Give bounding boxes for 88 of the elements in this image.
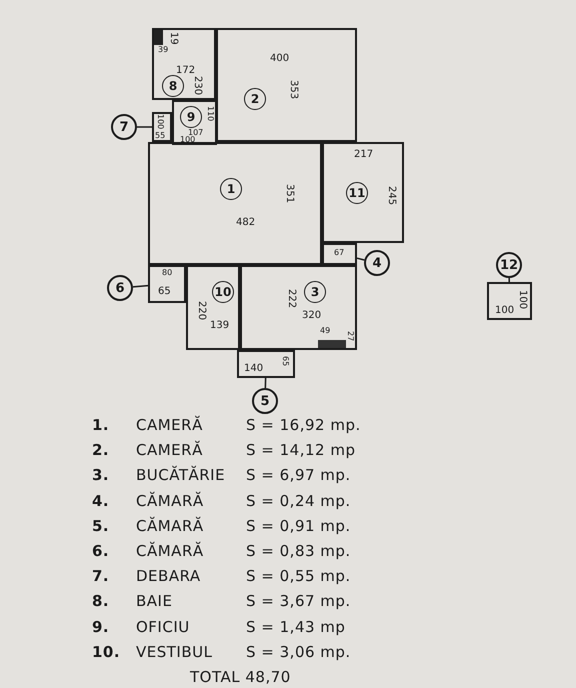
dimension-text: 172 bbox=[176, 66, 196, 76]
dimension-text: 110 bbox=[206, 106, 214, 122]
dimension-text: 230 bbox=[192, 76, 202, 96]
dimension-text: 217 bbox=[354, 150, 374, 160]
room-number: 9 bbox=[180, 106, 202, 128]
room-outline bbox=[487, 282, 532, 320]
area-text: S = 16,92 mp. bbox=[246, 418, 361, 433]
leader-line bbox=[137, 126, 152, 128]
leader-line bbox=[132, 284, 148, 288]
callout-number: 4 bbox=[364, 250, 390, 276]
dimension-text: 482 bbox=[236, 218, 256, 228]
dimension-text: 55 bbox=[155, 132, 166, 140]
list-number: 6. bbox=[92, 544, 110, 559]
area-text: S = 3,06 mp. bbox=[246, 644, 351, 660]
dimension-text: 49 bbox=[320, 327, 330, 335]
list-number: 3. bbox=[92, 468, 110, 484]
dimension-text: 140 bbox=[244, 364, 264, 374]
dimension-text: 100 bbox=[495, 306, 514, 316]
dimension-text: 139 bbox=[210, 321, 230, 331]
area-text: S = 0,91 mp. bbox=[246, 518, 351, 534]
room-name: OFICIU bbox=[136, 620, 190, 635]
leader-line bbox=[264, 378, 266, 388]
room-outline bbox=[172, 100, 217, 145]
dimension-text: 100 bbox=[517, 290, 527, 310]
dimension-text: 80 bbox=[162, 269, 172, 277]
room-number: 2 bbox=[244, 88, 266, 110]
callout-number: 5 bbox=[252, 388, 278, 414]
dimension-text: 222 bbox=[286, 289, 296, 308]
list-number: 2. bbox=[92, 443, 110, 458]
callout-number: 12 bbox=[496, 252, 522, 278]
area-text: S = 0,83 mp. bbox=[246, 544, 351, 559]
dimension-text: 320 bbox=[302, 311, 322, 321]
room-number: 1 bbox=[220, 178, 242, 200]
leader-line bbox=[508, 278, 510, 282]
room-name: CAMERĂ bbox=[136, 443, 203, 458]
list-number: 8. bbox=[92, 594, 110, 610]
dimension-text: 100 bbox=[180, 136, 196, 144]
callout-number: 7 bbox=[111, 114, 137, 140]
list-number: 5. bbox=[92, 518, 110, 534]
area-text: S = 3,67 mp. bbox=[246, 594, 351, 610]
room-outline bbox=[322, 142, 404, 243]
area-text: S = 0,55 mp. bbox=[246, 569, 351, 584]
room-outline bbox=[152, 112, 172, 142]
area-text: S = 6,97 mp. bbox=[246, 468, 351, 484]
list-number: 7. bbox=[92, 569, 110, 584]
dimension-text: 100 bbox=[156, 114, 164, 130]
room-name: CĂMARĂ bbox=[136, 544, 204, 559]
room-outline bbox=[216, 28, 357, 142]
room-name: DEBARA bbox=[136, 569, 201, 584]
area-text: S = 1,43 mp bbox=[246, 620, 346, 635]
area-text: S = 14,12 mp bbox=[246, 443, 356, 458]
area-text: S = 0,24 mp. bbox=[246, 494, 351, 509]
room-name: BUCĂTĂRIE bbox=[136, 468, 226, 484]
room-outline bbox=[148, 265, 186, 303]
callout-number: 6 bbox=[107, 275, 133, 301]
room-outline bbox=[237, 350, 295, 378]
list-number: 4. bbox=[92, 494, 110, 509]
leader-line bbox=[356, 257, 365, 261]
room-number: 8 bbox=[162, 75, 184, 97]
room-number: 3 bbox=[304, 281, 326, 303]
dimension-text: 245 bbox=[386, 186, 396, 206]
dimension-text: 353 bbox=[288, 80, 298, 100]
room-name: VESTIBUL bbox=[136, 644, 212, 660]
dimension-text: 65 bbox=[281, 356, 289, 366]
list-number: 10. bbox=[92, 644, 120, 660]
room-outline bbox=[322, 243, 357, 265]
dimension-text: 27 bbox=[346, 331, 354, 342]
room-number: 10 bbox=[212, 281, 234, 303]
room-name: CĂMARĂ bbox=[136, 494, 204, 509]
dimension-text: 67 bbox=[334, 249, 344, 257]
room-outline bbox=[240, 265, 357, 350]
dimension-text: 400 bbox=[270, 54, 290, 64]
room-outline bbox=[148, 142, 322, 265]
dimension-text: 220 bbox=[196, 301, 206, 320]
list-number: 1. bbox=[92, 418, 110, 433]
room-outline bbox=[186, 265, 240, 350]
room-number: 11 bbox=[346, 182, 368, 204]
dimension-text: 19 bbox=[168, 32, 178, 45]
dimension-text: 65 bbox=[158, 287, 171, 297]
room-outline bbox=[152, 28, 216, 100]
dimension-text: 351 bbox=[284, 184, 294, 204]
room-name: BAIE bbox=[136, 594, 172, 610]
list-number: 9. bbox=[92, 620, 110, 635]
room-name: CĂMARĂ bbox=[136, 518, 204, 534]
dimension-text: 39 bbox=[158, 46, 168, 54]
dimension-text: 107 bbox=[188, 129, 204, 137]
room-name: CAMERĂ bbox=[136, 418, 203, 433]
total-text: TOTAL 48,70 bbox=[190, 670, 291, 685]
